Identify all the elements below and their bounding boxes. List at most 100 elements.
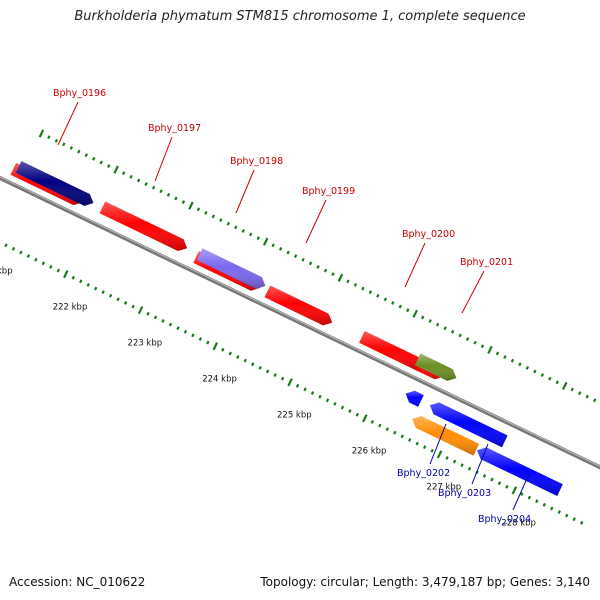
inner-tick xyxy=(355,412,360,417)
outer-tick xyxy=(226,221,231,226)
outer-tick xyxy=(578,391,582,396)
label-leader-line xyxy=(154,136,173,182)
inner-tick xyxy=(362,414,368,423)
gene-arrow-bphy-0197-shade xyxy=(99,201,188,251)
gene-label: Bphy_0202 xyxy=(397,468,450,479)
outer-tick xyxy=(38,129,45,138)
outer-tick xyxy=(54,138,59,143)
tick-marks xyxy=(0,129,597,525)
inner-tick xyxy=(325,398,330,403)
label-leader-line xyxy=(471,443,489,485)
inner-tick xyxy=(63,270,69,279)
outer-tick xyxy=(361,286,365,291)
outer-tick xyxy=(84,153,88,158)
outer-tick xyxy=(337,273,344,282)
outer-tick xyxy=(555,380,559,385)
gene-label: Bphy_0201 xyxy=(460,257,513,268)
outer-tick xyxy=(412,309,418,318)
inner-tick xyxy=(422,445,427,450)
outer-tick xyxy=(487,345,493,354)
inner-tick xyxy=(393,430,397,435)
inner-tick xyxy=(131,304,135,309)
gene-label: Bphy_0200 xyxy=(402,229,455,240)
inner-tick xyxy=(198,337,203,341)
outer-tick xyxy=(323,268,328,273)
gene-label: Bphy_0199 xyxy=(302,186,355,197)
inner-tick xyxy=(243,358,247,363)
inner-tick xyxy=(348,409,352,414)
accession-text: Accession: NC_010622 xyxy=(9,575,146,589)
inner-tick xyxy=(258,365,262,370)
outer-tick xyxy=(398,304,402,309)
inner-tick xyxy=(183,329,188,334)
label-leader-line xyxy=(429,423,447,465)
inner-tick xyxy=(415,441,419,446)
outer-tick xyxy=(406,308,410,313)
inner-tick xyxy=(116,297,120,302)
inner-tick xyxy=(56,268,61,273)
outer-tick xyxy=(47,135,51,140)
inner-tick xyxy=(557,510,561,514)
inner-tick xyxy=(436,450,443,459)
map-title: Burkholderia phymatum STM815 chromosome … xyxy=(74,9,526,24)
inner-tick xyxy=(511,486,518,495)
backbone-highlight xyxy=(0,176,600,467)
outer-tick xyxy=(92,156,96,161)
inner-tick xyxy=(482,474,487,478)
outer-tick xyxy=(166,192,171,197)
inner-tick xyxy=(497,481,502,486)
outer-tick xyxy=(301,257,305,262)
inner-tick xyxy=(535,499,539,504)
outer-tick xyxy=(443,326,447,331)
outer-tick xyxy=(69,146,73,150)
outer-tick xyxy=(480,344,485,349)
label-leader-line xyxy=(305,199,327,244)
inner-tick xyxy=(408,438,412,442)
gene-arrow-bphy-0204-shade xyxy=(430,402,508,448)
inner-tick xyxy=(445,456,449,460)
outer-tick xyxy=(435,322,440,327)
outer-tick xyxy=(262,237,269,246)
label-leader-line xyxy=(404,242,426,288)
inner-tick xyxy=(86,283,90,287)
inner-tick xyxy=(168,322,173,327)
outer-tick xyxy=(353,283,358,287)
outer-tick xyxy=(62,142,66,147)
inner-tick xyxy=(26,254,31,259)
outer-tick xyxy=(129,174,133,179)
cds-arrow-shade xyxy=(264,285,333,326)
outer-tick xyxy=(293,254,298,259)
cds-arrow-shade xyxy=(359,331,428,372)
inner-tick xyxy=(228,351,232,356)
inner-tick xyxy=(191,333,195,338)
outer-tick xyxy=(113,165,119,174)
gene-arrow-bphy-0202-shade xyxy=(405,390,424,407)
outer-tick xyxy=(585,394,589,399)
inner-tick xyxy=(572,517,576,522)
gene-arrow-bphy-0196-shade xyxy=(15,161,94,206)
outer-tick xyxy=(346,279,350,284)
inner-tick xyxy=(385,427,389,432)
gene-arrow-bphy-0203-shade xyxy=(412,416,480,456)
gene-label: Bphy_0197 xyxy=(148,123,201,134)
inner-tick xyxy=(318,394,322,399)
outer-tick xyxy=(503,355,507,359)
outer-tick xyxy=(271,243,275,248)
gene-label: Bphy_0204 xyxy=(478,514,531,525)
outer-tick xyxy=(592,398,597,403)
outer-tick xyxy=(450,329,455,334)
inner-tick xyxy=(137,306,144,315)
inner-tick xyxy=(161,319,165,323)
outer-tick xyxy=(136,178,141,183)
inner-tick xyxy=(310,391,315,395)
label-leader-line xyxy=(235,169,255,214)
outer-tick xyxy=(286,250,290,255)
label-leader-line xyxy=(57,101,79,146)
inner-tick xyxy=(101,290,105,295)
outer-tick xyxy=(308,261,313,266)
inner-tick xyxy=(153,315,158,320)
outer-tick xyxy=(473,340,477,345)
outer-tick xyxy=(77,149,81,154)
inner-tick xyxy=(452,459,457,464)
